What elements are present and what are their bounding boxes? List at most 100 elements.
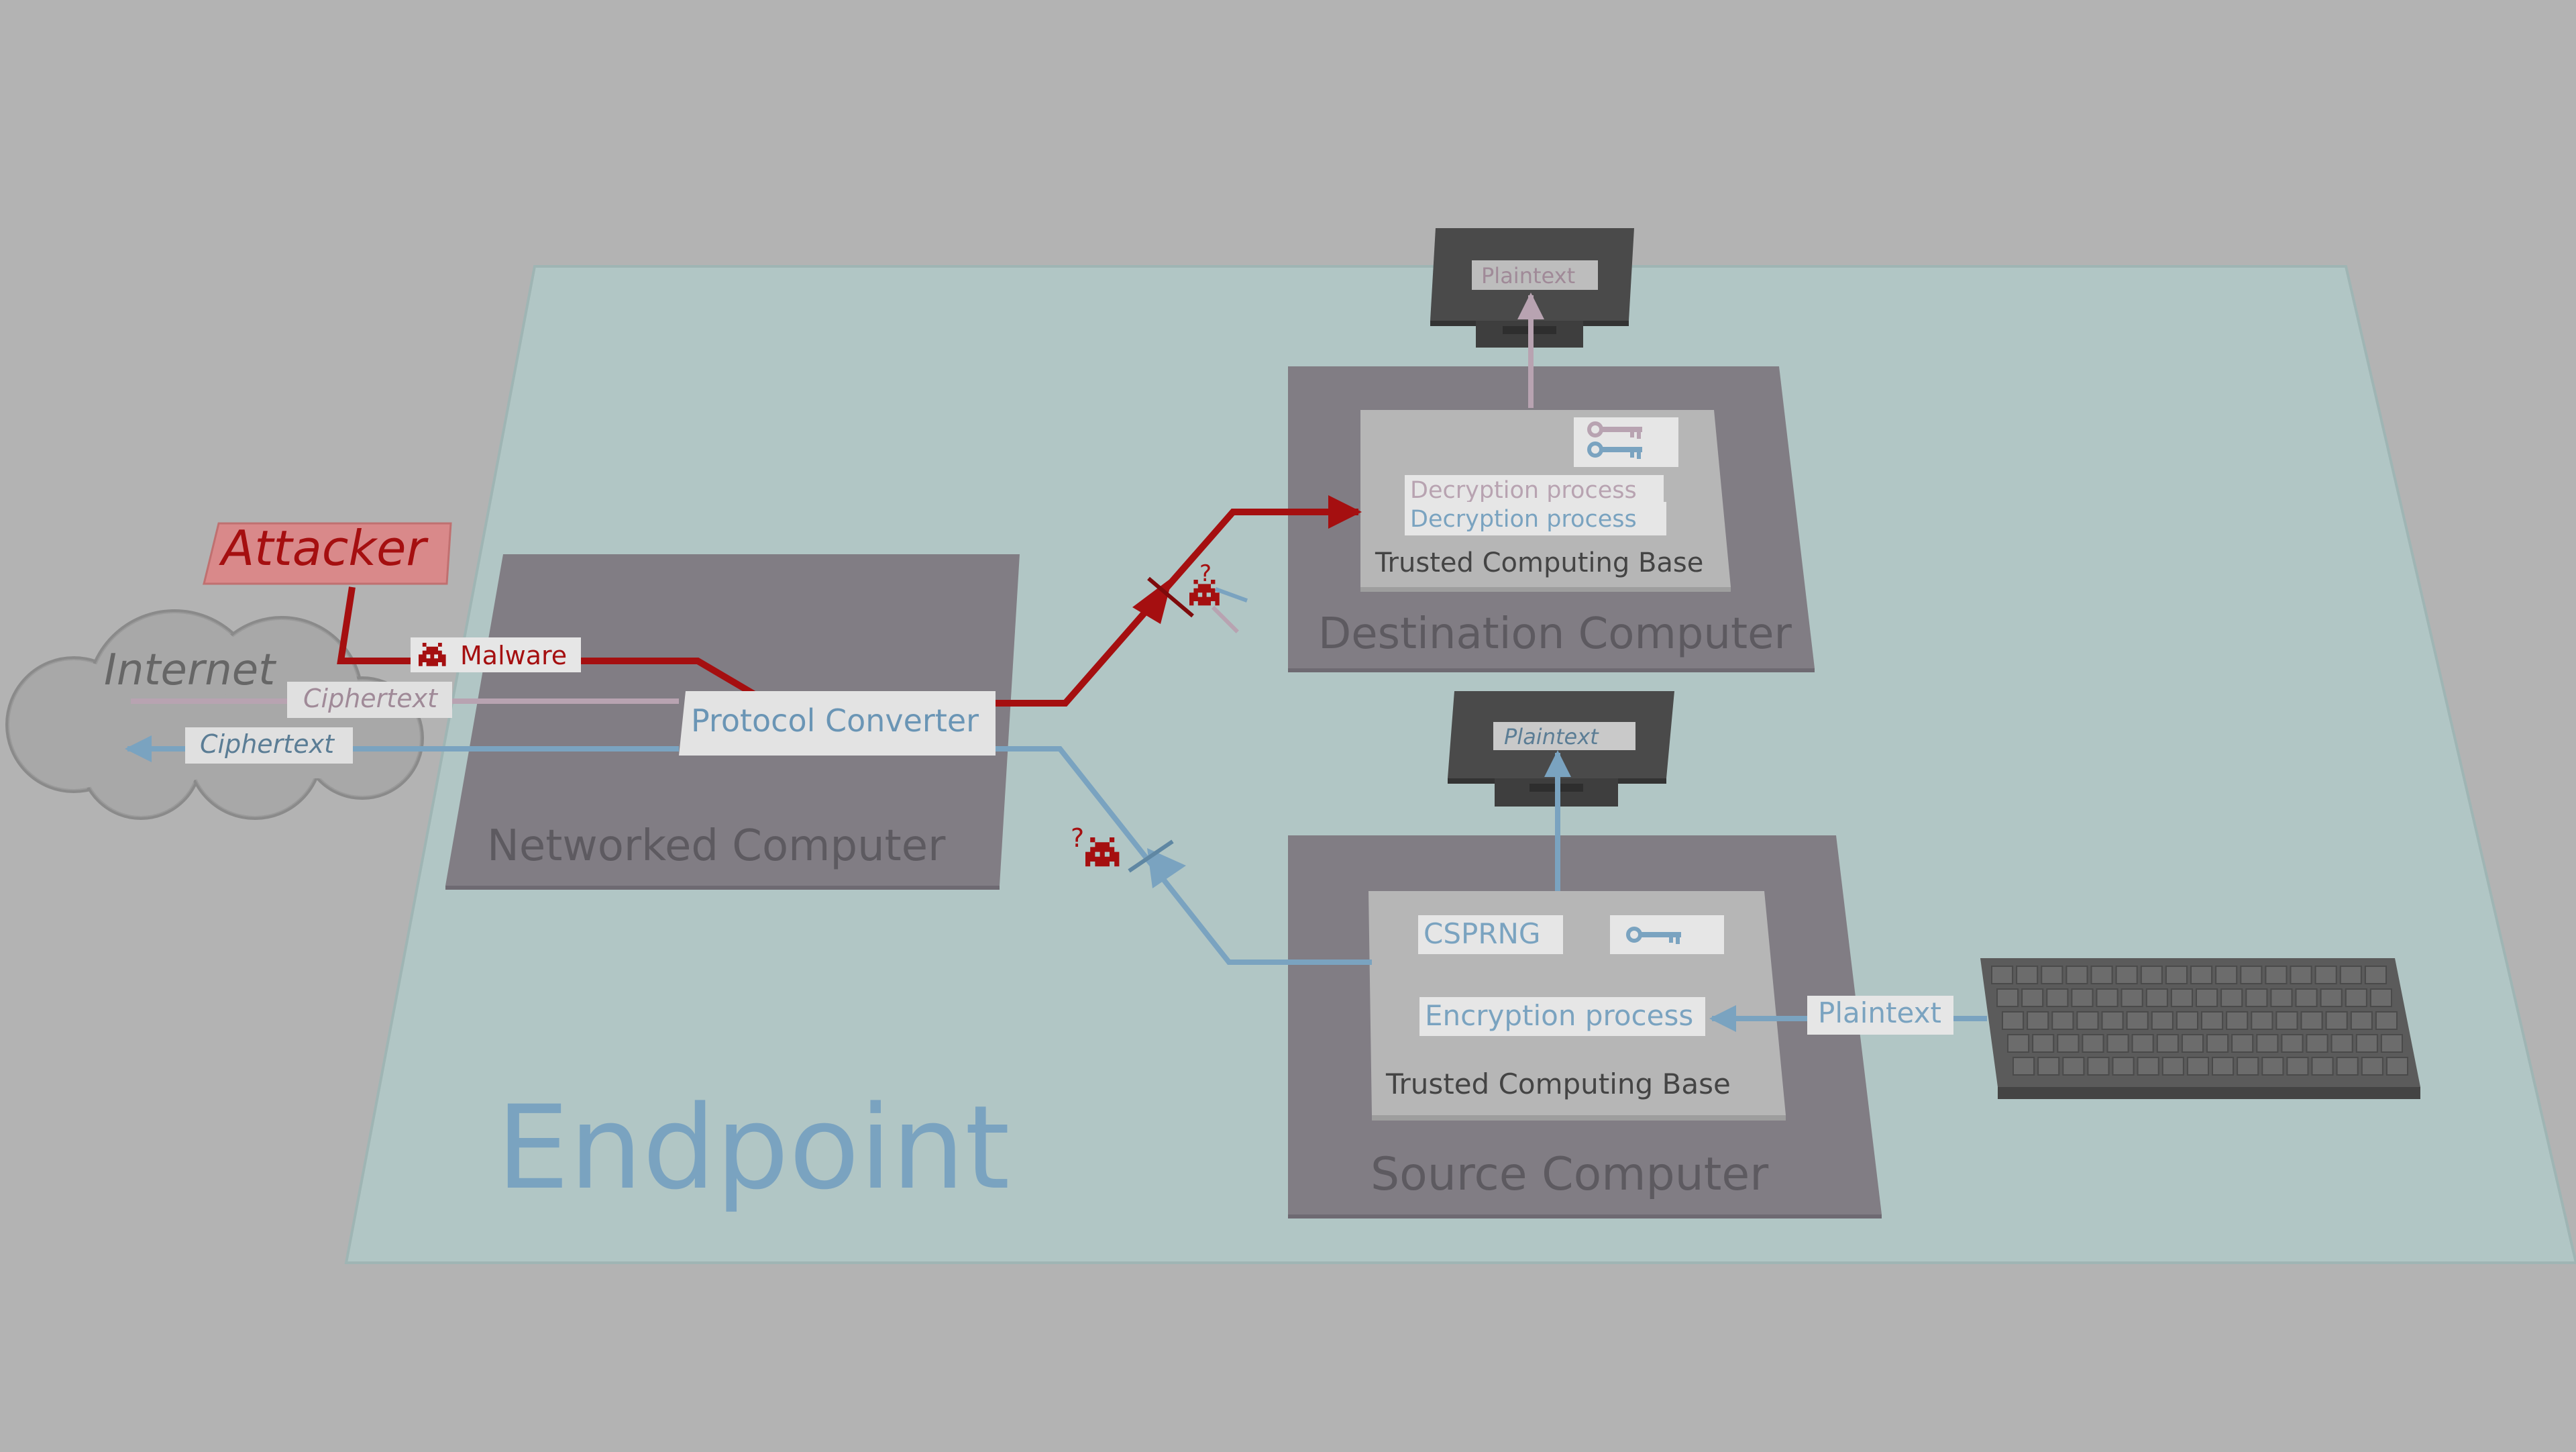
keyboard-key bbox=[2041, 966, 2063, 984]
keyboard-key bbox=[2126, 1011, 2149, 1030]
keyboard-key bbox=[2237, 1057, 2259, 1076]
keyboard-key bbox=[2012, 1057, 2035, 1076]
keyboard-key bbox=[2226, 1011, 2249, 1030]
cut-mark-icon bbox=[1128, 839, 1174, 873]
keyboard-key bbox=[2032, 1034, 2055, 1053]
keyboard-key bbox=[2196, 988, 2218, 1007]
endpoint-label: Endpoint bbox=[496, 1080, 1010, 1215]
keyboard-key bbox=[2364, 966, 2387, 984]
plaintext-source-tag bbox=[1493, 722, 1635, 750]
keyboard-key bbox=[2385, 1057, 2408, 1076]
source-to-networked-line bbox=[993, 746, 1372, 965]
internet-label: Internet bbox=[104, 645, 277, 695]
csprng-label: CSPRNG bbox=[1424, 917, 1540, 950]
keyboard-key bbox=[2046, 988, 2069, 1007]
destination-computer-label: Destination Computer bbox=[1318, 609, 1792, 659]
keyboard-key bbox=[2361, 1057, 2383, 1076]
keyboard-key bbox=[2325, 1011, 2348, 1030]
keyboard-key bbox=[2021, 988, 2044, 1007]
keyboard-icon bbox=[1980, 958, 2420, 1099]
keyboard-key bbox=[1996, 988, 2019, 1007]
keyboard-key bbox=[2251, 1011, 2273, 1030]
attacker-label: Attacker bbox=[219, 520, 429, 576]
keyboard-key bbox=[2314, 966, 2337, 984]
keyboard-key bbox=[2275, 1011, 2298, 1030]
keyboard-key bbox=[2281, 1034, 2304, 1053]
keyboard-key bbox=[2290, 966, 2312, 984]
keyboard-key bbox=[2112, 1057, 2135, 1076]
keyboard-key bbox=[2295, 988, 2318, 1007]
ciphertext-lower-label: Ciphertext bbox=[200, 729, 335, 759]
keyboard-key bbox=[2007, 1034, 2030, 1053]
keyboard-key bbox=[2057, 1034, 2080, 1053]
keyboard-key bbox=[2165, 966, 2188, 984]
keyboard-key bbox=[2270, 988, 2293, 1007]
keyboard-key bbox=[2181, 1034, 2204, 1053]
keyboard-key bbox=[2145, 988, 2168, 1007]
keyboard-key bbox=[2027, 1011, 2049, 1030]
keyboard-key bbox=[2231, 1034, 2254, 1053]
ciphertext-upper-tag bbox=[287, 682, 452, 718]
ciphertext-upper-label: Ciphertext bbox=[303, 684, 439, 713]
keyboard-key bbox=[2261, 1057, 2284, 1076]
keyboard-key bbox=[2245, 988, 2268, 1007]
keyboard-key bbox=[2306, 1034, 2328, 1053]
networked-computer-label: Networked Computer bbox=[487, 821, 946, 871]
keyboard-key bbox=[2380, 1034, 2403, 1053]
keyboard-key bbox=[2037, 1057, 2060, 1076]
keyboard-key bbox=[2087, 1057, 2110, 1076]
keyboard-key bbox=[2140, 966, 2163, 984]
keyboard-key bbox=[2186, 1057, 2209, 1076]
plaintext-source-label: Plaintext bbox=[1504, 724, 1599, 749]
keyboard-key bbox=[2350, 1011, 2373, 1030]
keyboard-key bbox=[2240, 966, 2263, 984]
blue-arrowhead-icon bbox=[1147, 848, 1186, 888]
plaintext-keyboard-label: Plaintext bbox=[1818, 996, 1941, 1029]
plaintext-keyboard-tag bbox=[1807, 996, 1953, 1035]
keyboard-key bbox=[2300, 1011, 2323, 1030]
plaintext-destination-label: Plaintext bbox=[1481, 263, 1575, 289]
keyboard-key bbox=[2151, 1011, 2174, 1030]
protocol-converter-label: Protocol Converter bbox=[691, 703, 979, 739]
keyboard-key bbox=[2369, 988, 2392, 1007]
keyboard-key bbox=[2101, 1011, 2124, 1030]
keyboard-key bbox=[2375, 1011, 2398, 1030]
keyboard-key bbox=[2345, 988, 2367, 1007]
keyboard-key bbox=[2206, 1034, 2229, 1053]
ciphertext-lower-tag bbox=[185, 727, 353, 764]
keyboard-key bbox=[2212, 1057, 2235, 1076]
keyboard-key bbox=[2016, 966, 2039, 984]
keyboard-key bbox=[2336, 1057, 2359, 1076]
cut-mark-red-icon bbox=[1147, 576, 1194, 618]
decryption-process-2-tag bbox=[1405, 502, 1666, 535]
question-mark-lower: ? bbox=[1071, 823, 1084, 853]
encryption-process-label: Encryption process bbox=[1425, 999, 1693, 1032]
source-computer-label: Source Computer bbox=[1371, 1148, 1768, 1201]
source-tcb-label: Trusted Computing Base bbox=[1385, 1068, 1731, 1100]
keyboard-key bbox=[2320, 988, 2343, 1007]
keyboard-key bbox=[2062, 1057, 2085, 1076]
keyboard-key bbox=[2256, 1034, 2279, 1053]
keyboard-key bbox=[2339, 966, 2362, 984]
keyboard-key bbox=[2002, 1011, 2025, 1030]
keyboard-key bbox=[2215, 966, 2238, 984]
keyboard-key bbox=[1991, 966, 2014, 984]
keyboard-key bbox=[2311, 1057, 2334, 1076]
decryption-process-2-label: Decryption process bbox=[1410, 506, 1637, 533]
keyboard-key bbox=[2286, 1057, 2309, 1076]
keyboard-key bbox=[2190, 966, 2213, 984]
keyboard-key bbox=[2137, 1057, 2159, 1076]
question-mark-upper: ? bbox=[1199, 560, 1212, 587]
keyboard-key bbox=[2220, 988, 2243, 1007]
attacker-box bbox=[203, 522, 452, 585]
malware-label: Malware bbox=[460, 641, 567, 670]
keyboard-key bbox=[2131, 1034, 2154, 1053]
keyboard-key bbox=[2071, 988, 2094, 1007]
encryption-process-tag bbox=[1419, 997, 1705, 1036]
keyboard-key bbox=[2330, 1034, 2353, 1053]
protocol-converter-box bbox=[679, 691, 996, 756]
keyboard-key bbox=[2106, 1034, 2129, 1053]
keyboard-key bbox=[2170, 988, 2193, 1007]
